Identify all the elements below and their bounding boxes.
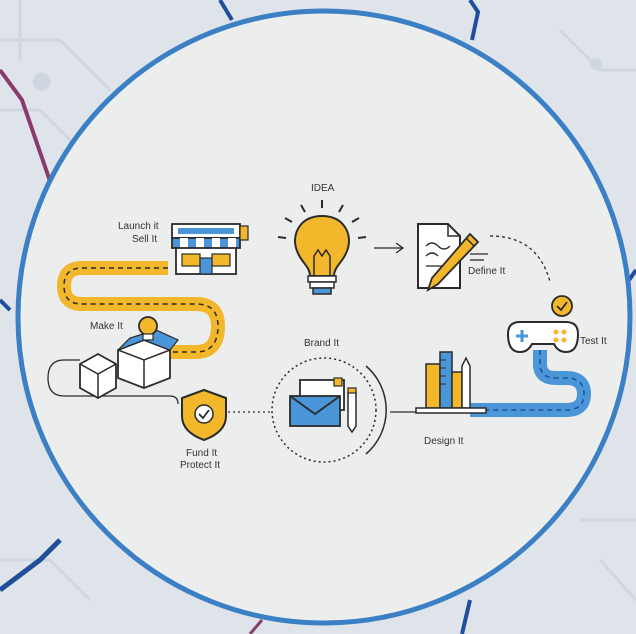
label-fund: Fund It <box>186 448 217 459</box>
main-circle <box>15 8 633 626</box>
label-test: Test It <box>580 336 607 347</box>
shield-check-icon <box>181 388 227 442</box>
gamepad-icon <box>506 295 580 354</box>
blue-road <box>470 350 591 417</box>
chart-ruler-icon <box>415 351 487 414</box>
label-brand: Brand It <box>304 338 339 349</box>
lightbulb-icon <box>277 200 367 295</box>
connectors <box>47 235 551 413</box>
envelope-icon <box>271 357 387 463</box>
yellow-road <box>57 261 225 359</box>
label-define: Define It <box>468 266 505 277</box>
storefront-icon <box>171 223 249 275</box>
label-idea: IDEA <box>311 183 335 194</box>
label-sell: Sell It <box>132 234 157 245</box>
label-protect: Protect It <box>180 460 220 471</box>
box-lightbulb-icon <box>79 316 179 400</box>
label-design: Design It <box>424 436 464 447</box>
label-launch: Launch it <box>118 221 159 232</box>
label-make: Make It <box>90 321 123 332</box>
document-pen-icon <box>417 223 488 293</box>
